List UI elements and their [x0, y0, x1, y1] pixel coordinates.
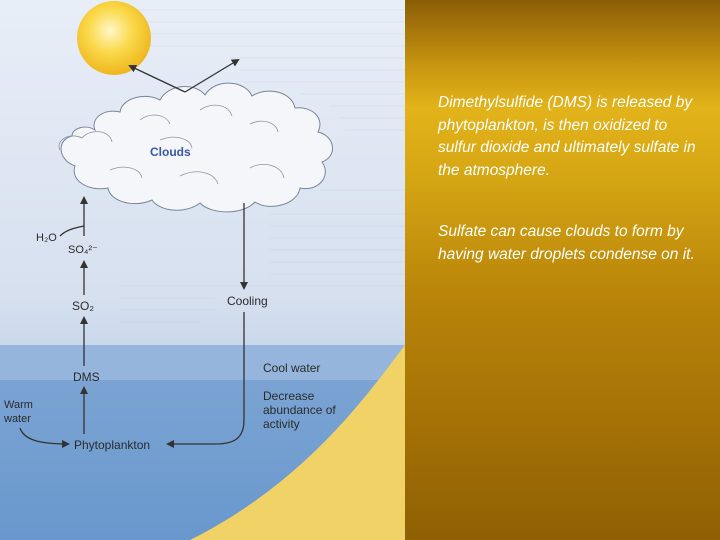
sulfur-dioxide-label: SO₂ [72, 299, 94, 313]
cloud-shape [58, 82, 333, 213]
cooling-label: Cooling [227, 294, 268, 308]
cool-water-label: Cool water [263, 361, 321, 375]
text-panel [405, 0, 720, 540]
shore [190, 345, 405, 540]
dms-cycle-diagram [0, 0, 405, 540]
warm-water-arrow [19, 427, 70, 448]
reflect-arrow-left [128, 64, 186, 93]
h2o-label: H₂O [36, 232, 57, 244]
diagram-panel: Clouds H₂O SO₄²⁻ SO₂ DMS Phytoplankton C… [0, 0, 405, 540]
caption-dms-release: Dimethylsulfide (DMS) is released by phy… [438, 94, 696, 179]
clouds-label: Clouds [150, 145, 191, 159]
sulfate-label: SO₄²⁻ [68, 244, 98, 256]
background-text-lines [110, 9, 405, 323]
cycle-arrows [19, 58, 248, 448]
decrease-activity-label: Decrease abundance of activity [263, 389, 336, 431]
reflect-arrow-right [184, 58, 240, 93]
dms-label: DMS [73, 370, 100, 384]
sun-icon [77, 1, 151, 75]
phytoplankton-label: Phytoplankton [74, 438, 151, 452]
caption-sulfate-clouds: Sulfate can cause clouds to form by havi… [438, 223, 695, 263]
cooling-to-phyto-arrow [166, 312, 245, 448]
warm-water-label: Warm water [4, 399, 33, 425]
